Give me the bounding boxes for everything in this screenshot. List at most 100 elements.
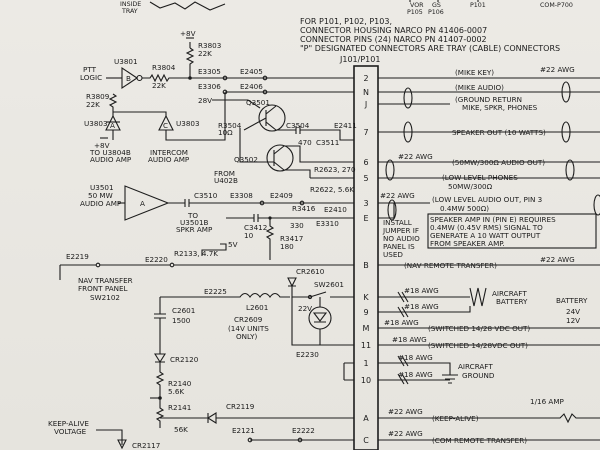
right-ground-return2-label: MIKE, SPKR, PHONES (462, 103, 538, 112)
right-awg18-3-label: #18 AWG (384, 318, 419, 327)
top-partial-comp700-label: COM-P700 (540, 2, 573, 9)
right-install3-label: NO AUDIO (383, 234, 420, 243)
left-ptt1-label: PTT (83, 65, 97, 74)
right-install4-label: PANEL IS (383, 242, 415, 251)
left-intercom2-label: AUDIO AMP (148, 155, 190, 164)
left-ptt2-label: LOGIC (80, 73, 102, 82)
right-install1-label: INSTALL (383, 218, 412, 227)
left-c3504-label: C3504 (286, 121, 310, 130)
left-e3306-label: E3306 (198, 82, 221, 91)
left-r2622-label: R2622, 5.6K (310, 185, 354, 194)
right-spk-note2-label: 0.4MW (0.45V RMS) SIGNAL TO (430, 223, 543, 232)
left-r2133-label: R2133, 4.7K (174, 249, 218, 258)
left-r3809-val-label: 22K (86, 100, 100, 109)
left-e2230-label: E2230 (296, 350, 319, 359)
left-v28-label: 28V (198, 96, 212, 105)
left-circuit: +8V R3803 22K PTT LOGIC U3801 B R3804 22… (48, 29, 357, 450)
right-awg18-4-label: #18 AWG (392, 335, 427, 344)
connector-pin-2: 2 (363, 74, 368, 83)
left-e2225-label: E2225 (204, 287, 227, 296)
left-units2-label: ONLY) (236, 332, 257, 341)
right-ground-return1-label: (GROUND RETURN (455, 95, 522, 104)
right-aircraft-ground2-label: GROUND (462, 371, 495, 380)
top-partial-tray-label: TRAY (121, 8, 138, 15)
left-c3412-label: C3412 (244, 223, 267, 232)
left-plus8v-top-label: +8V (180, 29, 196, 38)
right-low-phones2-label: 50MW/300Ω (448, 182, 493, 191)
left-r3803-label: R3803 (198, 41, 221, 50)
left-audio-amp1-label: AUDIO AMP (90, 155, 132, 164)
connector-pin-11: 11 (361, 341, 371, 350)
connector-pin-B: B (363, 261, 369, 270)
right-low-audio2-label: 0.4MW 500Ω) (440, 204, 489, 213)
left-cr2610-label: CR2610 (296, 267, 325, 276)
right-low-audio1-label: (LOW LEVEL AUDIO OUT, PIN 3 (432, 195, 542, 204)
right-wiring: (MIKE KEY) #22 AWG (MIKE AUDIO) (GROUND … (343, 65, 600, 445)
connector-pin-C: C (363, 436, 369, 445)
top-partial-inside-label: INSIDE (120, 1, 141, 8)
right-amp116-label: 1/16 AMP (530, 397, 565, 406)
notes-line4-label: "P" DESIGNATED CONNECTORS ARE TRAY (CABL… (300, 44, 560, 53)
connector-pin-N: N (363, 88, 369, 97)
connector-pin-1: 1 (363, 359, 368, 368)
left-c3511-label: C3511 (316, 138, 339, 147)
notes-line2-label: CONNECTOR HOUSING NARCO PN 41406-0007 (300, 26, 487, 35)
left-q3501-label: Q3501 (246, 98, 270, 107)
right-awg1-label: #22 AWG (540, 65, 575, 74)
left-sw2102-label: SW2102 (90, 293, 120, 302)
left-c3504-val-label: 470 (298, 138, 312, 147)
left-r2623-label: R2623, 270 (314, 165, 356, 174)
right-mike-audio-label: (MIKE AUDIO) (455, 83, 504, 92)
right-spk-note3-label: GENERATE A 10 WATT OUTPUT (430, 231, 541, 240)
left-e3305-label: E3305 (198, 67, 221, 76)
right-mike-key-label: (MIKE KEY) (455, 68, 494, 77)
right-awg3-label: #22 AWG (380, 191, 415, 200)
left-cr2117-label: CR2117 (132, 441, 160, 450)
left-cr2120-label: CR2120 (170, 355, 199, 364)
top-partial: INSIDE TRAY VOR P105 GS P106 P101 COM-P7… (120, 0, 573, 16)
connector-pin-E: E (363, 214, 368, 223)
left-r3417-val-label: 180 (280, 242, 294, 251)
left-r2140-val-label: 5.6K (168, 387, 184, 396)
right-battery1-label: BATTERY (556, 296, 588, 305)
right-switched1-label: (SWITCHED 14/28 VDC OUT) (428, 324, 530, 333)
left-cr2609-label: CR2609 (234, 315, 263, 324)
right-battery3-label: 12V (566, 316, 580, 325)
right-aircraft-battery1-label: AIRCRAFT (492, 289, 527, 298)
left-r3504-val-label: 10Ω (218, 128, 233, 137)
left-amp-a-label: A (140, 199, 145, 208)
connector-pin-6: 6 (363, 158, 368, 167)
right-install5-label: USED (383, 250, 403, 259)
left-from2-label: U402B (214, 176, 238, 185)
right-speaker-out-label: SPEAKER OUT (10 WATTS) (452, 128, 546, 137)
left-keep-alive1-label: KEEP-ALIVE (48, 419, 89, 428)
connector-pin-10: 10 (361, 376, 371, 385)
left-b-label: B (126, 74, 131, 83)
left-r2140-label: R2140 (168, 379, 192, 388)
left-e2411-label: E2411 (334, 121, 357, 130)
notes-line3-label: CONNECTOR PINS (24) NARCO PN 41407-0002 (300, 35, 487, 44)
right-aircraft-ground1-label: AIRCRAFT (458, 362, 493, 371)
left-keep-alive2-label: VOLTAGE (54, 427, 87, 436)
left-to-u3804b-label: TO U3804B (89, 148, 131, 157)
right-low-phones1-label: (LOW LEVEL PHONES (442, 173, 518, 182)
right-com-remote-label: (COM REMOTE TRANSFER) (432, 436, 527, 445)
left-cr2119-label: CR2119 (226, 402, 255, 411)
left-c-gate-label: C (163, 121, 168, 130)
left-c2601-label: C2601 (172, 306, 195, 315)
connector-pin-3: 3 (363, 199, 368, 208)
top-partial-p105-label: P105 (407, 9, 423, 16)
left-l2601-label: L2601 (246, 303, 268, 312)
top-partial-p106-label: P106 (428, 9, 444, 16)
left-e2219-label: E2219 (66, 252, 89, 261)
left-mw50-label: 50 MW (88, 191, 113, 200)
connector-pin-M: M (363, 324, 370, 333)
left-from1-label: FROM (214, 169, 235, 178)
left-c2601-val-label: 1500 (172, 316, 191, 325)
right-awg18-6-label: #18 AWG (398, 370, 433, 379)
left-a-gate-label: A (110, 121, 115, 130)
left-r3804-label: R3804 (152, 63, 176, 72)
